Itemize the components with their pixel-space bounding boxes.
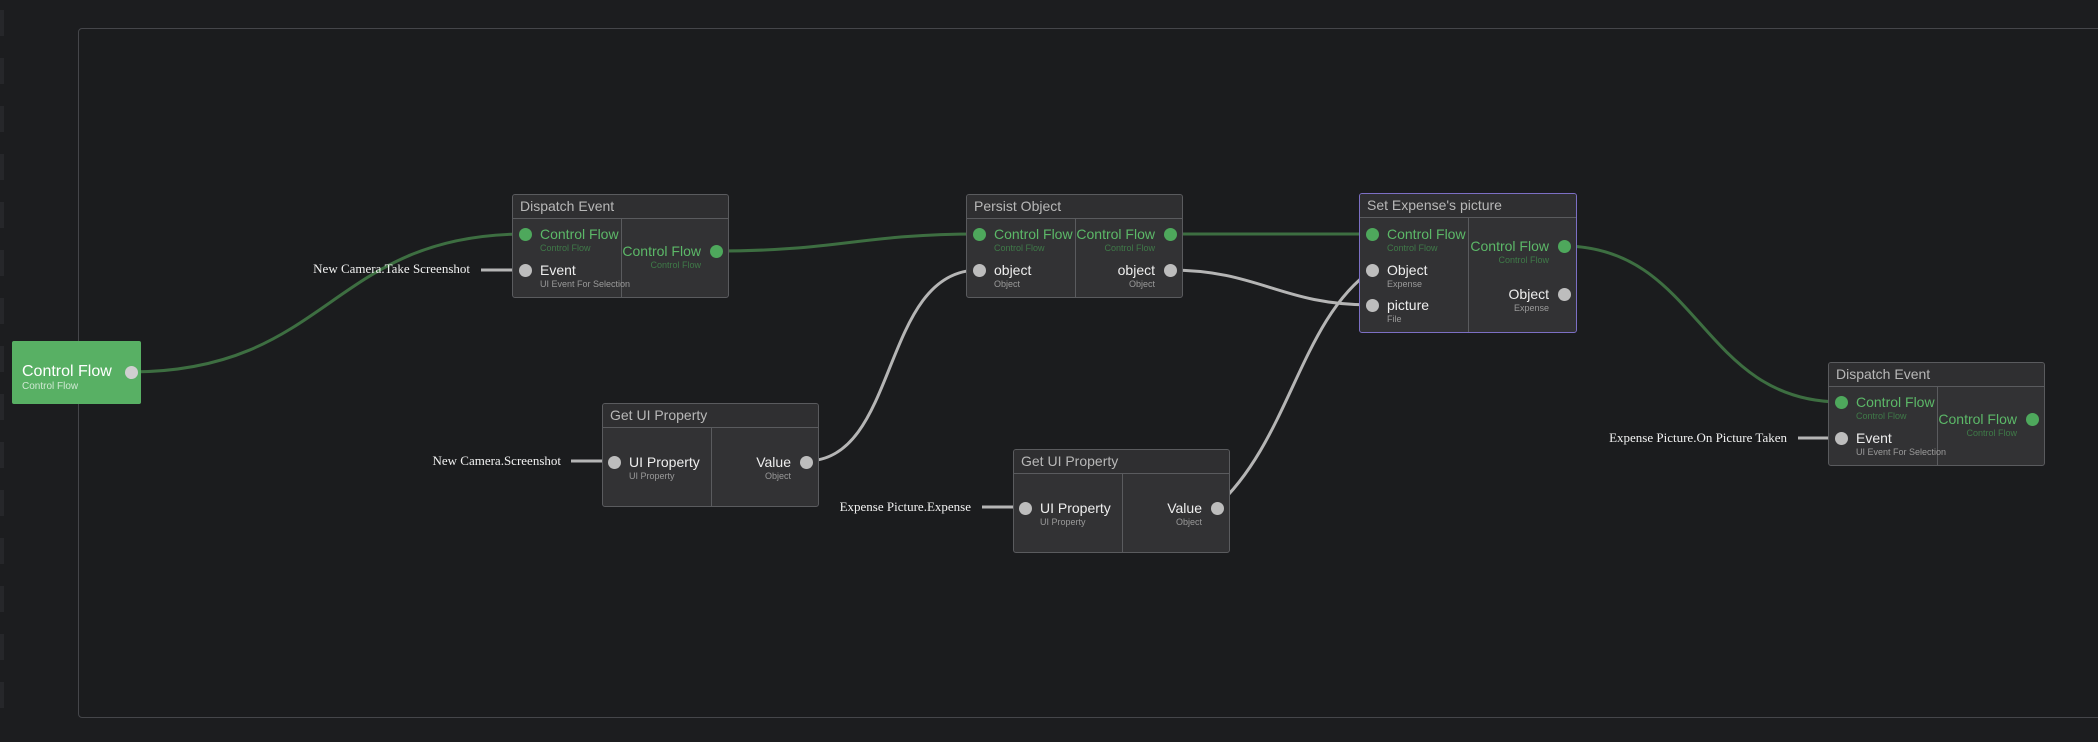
entry-label: Control Flow [22,363,112,381]
event-input-type: UI Event For Selection [1856,447,1946,457]
flow-output-label: Control Flow [1470,238,1549,254]
flow-output-label: Control Flow [1076,226,1155,242]
picture-input-type: File [1387,314,1402,324]
flow-input-label: Control Flow [994,226,1073,242]
flow-input-label: Control Flow [1387,226,1466,242]
ui-property-input-type: UI Property [1040,517,1086,527]
object-input-pin[interactable] [1366,264,1379,277]
flow-input-type: Control Flow [540,243,591,253]
ui-property-input-type: UI Property [629,471,675,481]
event-input-pin[interactable] [1835,432,1848,445]
flow-output-label: Control Flow [622,243,701,259]
flow-input-type: Control Flow [1387,243,1438,253]
value-output-pin[interactable] [800,456,813,469]
flow-output-pin[interactable] [1558,240,1571,253]
object-output-label: object [1118,262,1155,278]
flow-output-pin[interactable] [2026,413,2039,426]
object-input-label: Object [1387,262,1427,278]
object-output-pin[interactable] [1558,288,1571,301]
flow-input-pin[interactable] [1366,228,1379,241]
external-input-screenshot[interactable]: New Camera.Screenshot [432,453,561,469]
flow-output-pin[interactable] [710,245,723,258]
ui-property-input-label: UI Property [1040,500,1111,516]
get-ui-property-node-1[interactable]: Get UI Property UI Property UI Property … [602,403,819,507]
value-output-label: Value [1167,500,1202,516]
ui-property-input-pin[interactable] [608,456,621,469]
flow-output-pin[interactable] [1164,228,1177,241]
flow-input-label: Control Flow [1856,394,1935,410]
value-output-label: Value [756,454,791,470]
node-title: Set Expense's picture [1360,194,1576,218]
flow-output-label: Control Flow [1938,411,2017,427]
value-output-type: Object [1176,517,1202,527]
object-input-type: Object [994,279,1020,289]
node-title: Get UI Property [603,404,818,428]
flow-input-pin[interactable] [1835,396,1848,409]
flow-output-type: Control Flow [1966,428,2017,438]
dispatch-event-node-1[interactable]: Dispatch Event Control Flow Control Flow… [512,194,729,298]
flow-output-type: Control Flow [1104,243,1155,253]
flow-output-type: Control Flow [1498,255,1549,265]
node-title: Dispatch Event [513,195,728,219]
flow-input-type: Control Flow [994,243,1045,253]
object-input-label: object [994,262,1031,278]
flow-input-label: Control Flow [540,226,619,242]
external-input-expense[interactable]: Expense Picture.Expense [840,499,971,515]
event-input-type: UI Event For Selection [540,279,630,289]
value-output-type: Object [765,471,791,481]
flow-input-type: Control Flow [1856,411,1907,421]
node-title: Dispatch Event [1829,363,2044,387]
get-ui-property-node-2[interactable]: Get UI Property UI Property UI Property … [1013,449,1230,553]
event-input-pin[interactable] [519,264,532,277]
entry-flow-output-pin[interactable] [125,366,138,379]
value-output-pin[interactable] [1211,502,1224,515]
dispatch-event-node-2[interactable]: Dispatch Event Control Flow Control Flow… [1828,362,2045,466]
picture-input-label: picture [1387,297,1429,313]
object-output-type: Expense [1514,303,1549,313]
entry-control-flow-node[interactable]: Control Flow Control Flow [12,341,141,404]
flow-input-pin[interactable] [973,228,986,241]
ui-property-input-label: UI Property [629,454,700,470]
object-output-type: Object [1129,279,1155,289]
picture-input-pin[interactable] [1366,299,1379,312]
external-input-picture-taken[interactable]: Expense Picture.On Picture Taken [1609,430,1787,446]
event-input-label: Event [1856,430,1892,446]
external-input-take-screenshot[interactable]: New Camera.Take Screenshot [313,261,470,277]
node-title: Get UI Property [1014,450,1229,474]
left-edge-markers [0,0,6,742]
flow-input-pin[interactable] [519,228,532,241]
event-input-label: Event [540,262,576,278]
object-input-pin[interactable] [973,264,986,277]
object-input-type: Expense [1387,279,1422,289]
object-output-pin[interactable] [1164,264,1177,277]
ui-property-input-pin[interactable] [1019,502,1032,515]
persist-object-node[interactable]: Persist Object Control Flow Control Flow… [966,194,1183,298]
set-expense-picture-node[interactable]: Set Expense's picture Control Flow Contr… [1359,193,1577,333]
object-output-label: Object [1509,286,1549,302]
entry-sublabel: Control Flow [22,381,78,392]
node-title: Persist Object [967,195,1182,219]
flow-output-type: Control Flow [650,260,701,270]
graph-canvas[interactable] [78,28,2098,718]
